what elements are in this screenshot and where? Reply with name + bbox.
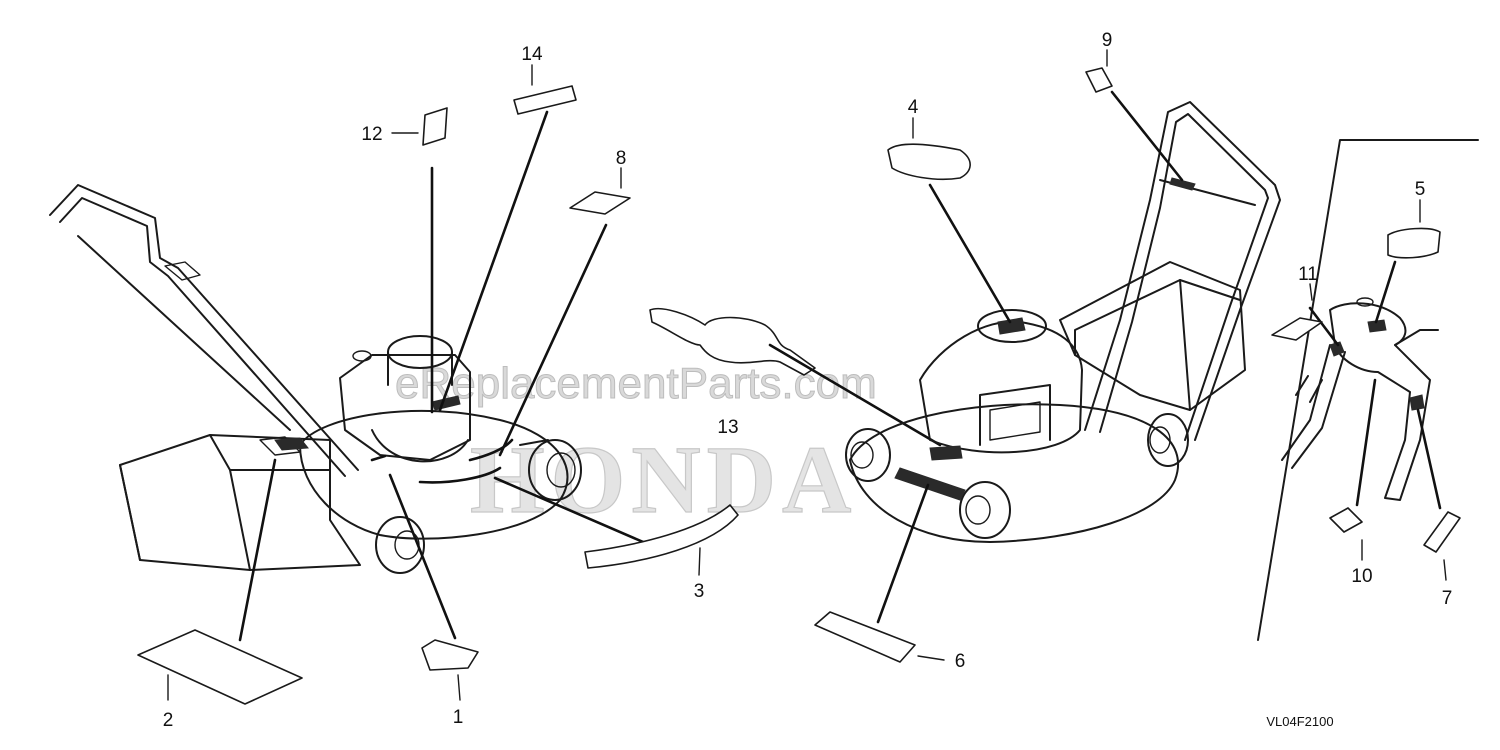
leader-13	[768, 343, 942, 447]
callout-7: 7	[1442, 588, 1453, 609]
callout-11: 11	[1298, 264, 1318, 285]
callout-4: 4	[908, 97, 919, 118]
decal-8	[569, 191, 631, 215]
decal-5	[1387, 227, 1441, 259]
callout-3: 3	[694, 581, 705, 602]
leader-3	[493, 476, 652, 547]
decal-10	[1329, 507, 1363, 533]
decal-6	[814, 611, 916, 663]
left-mower	[49, 184, 582, 574]
drawing-code: VL04F2100	[1266, 714, 1333, 729]
leader-4	[928, 183, 1012, 324]
callout-8: 8	[616, 148, 627, 169]
leader-5	[1374, 260, 1397, 324]
decal-9	[1085, 67, 1113, 93]
leader-10	[1355, 378, 1377, 507]
leader-9	[1110, 90, 1184, 182]
callout-13: 13	[717, 417, 738, 438]
decal-3	[584, 504, 739, 569]
callout-12: 12	[361, 124, 382, 145]
decal-13	[649, 307, 816, 376]
leader-1	[388, 473, 457, 640]
decal-4	[887, 143, 971, 181]
callout-14: 14	[521, 44, 543, 65]
leader-11	[1308, 306, 1340, 347]
decal-11	[1271, 317, 1323, 341]
leader-14	[438, 110, 549, 412]
decal-2	[137, 629, 303, 705]
callout-2: 2	[163, 710, 174, 731]
inset-border	[1257, 139, 1479, 641]
callout-10: 10	[1351, 566, 1372, 587]
leader-8	[498, 223, 608, 457]
right-mower	[845, 101, 1281, 543]
leader-7	[1416, 408, 1442, 510]
leader-6	[876, 483, 930, 624]
callout-9: 9	[1102, 30, 1113, 51]
decal-1	[421, 639, 479, 671]
decal-7	[1423, 511, 1461, 553]
brand-watermark: HONDA	[470, 426, 857, 533]
callout-5: 5	[1415, 179, 1426, 200]
callout-1: 1	[453, 707, 464, 728]
handle-detail	[1281, 297, 1439, 501]
decal-12	[422, 107, 448, 146]
decal-14	[513, 85, 577, 115]
callout-6: 6	[955, 651, 966, 672]
leader-2	[238, 458, 277, 642]
